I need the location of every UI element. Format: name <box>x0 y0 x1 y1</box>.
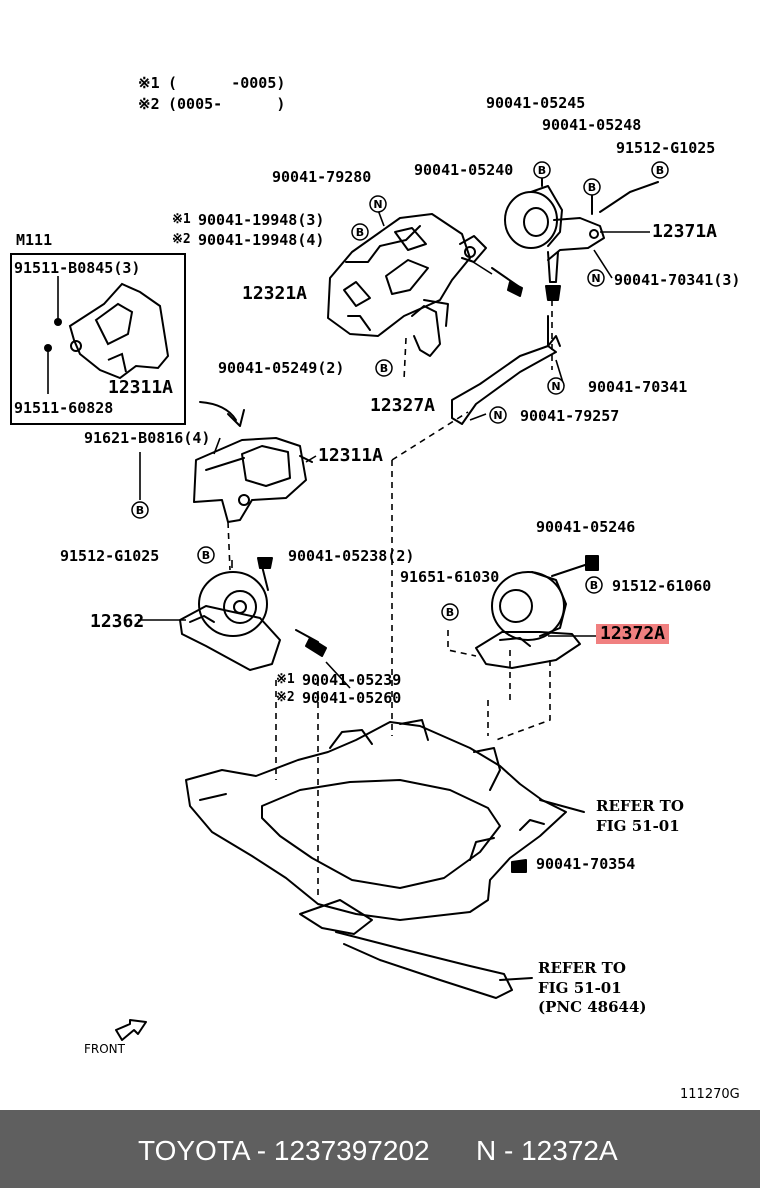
callout-91621-B0816-4[interactable]: 91621-B0816(4) <box>84 429 211 447</box>
callout-mark-2-lower: ※2 <box>276 690 295 705</box>
callout-90041-70341-3[interactable]: 90041-70341(3) <box>614 271 741 289</box>
svg-text:B: B <box>356 226 364 239</box>
inset-part-c[interactable]: 91511-60828 <box>14 399 114 417</box>
svg-text:B: B <box>588 181 596 194</box>
refer-note-1-line-2[interactable]: FIG 51-01 <box>596 817 680 835</box>
engine-mount-bracket-12321A <box>327 213 523 357</box>
inset-bracket-drawing <box>68 282 170 380</box>
refer-note-2-line-1[interactable]: REFER TO <box>538 959 626 977</box>
badge-b-61060: B <box>585 576 603 594</box>
callout-90041-79257[interactable]: 90041-79257 <box>520 407 620 425</box>
callout-90041-70341[interactable]: 90041-70341 <box>588 378 688 396</box>
svg-text:N: N <box>373 198 382 211</box>
callout-12362[interactable]: 12362 <box>90 611 145 632</box>
footer-bar: TOYOTA - 1237397202 N - 12372A <box>0 1110 760 1188</box>
callout-90041-19948-4[interactable]: 90041-19948(4) <box>198 231 325 249</box>
inset-part-a[interactable]: 91511-B0845(3) <box>14 259 141 277</box>
front-label: FRONT <box>84 1042 125 1056</box>
svg-text:B: B <box>202 549 210 562</box>
transmission-mount-bracket-12311A <box>193 437 313 523</box>
callout-90041-05260[interactable]: 90041-05260 <box>302 689 402 707</box>
badge-b-05249: B <box>375 359 393 377</box>
footer-pnc: N - 12372A <box>476 1135 618 1166</box>
callout-12371A[interactable]: 12371A <box>652 221 718 242</box>
refer-note-1-line-1[interactable]: REFER TO <box>596 797 684 815</box>
exploded-parts-diagram <box>44 165 659 1041</box>
legend-note-1-mark: ※1 <box>138 74 160 92</box>
engine-mount-insulator-12362 <box>179 557 327 671</box>
inset-title: M111 <box>16 231 53 249</box>
badge-b-g1025-left: B <box>197 546 215 564</box>
callout-90041-05240[interactable]: 90041-05240 <box>414 161 514 179</box>
legend-note-2-range: (0005- ) <box>168 95 286 113</box>
legend-note-2-mark: ※2 <box>138 95 160 113</box>
callout-91651-61030[interactable]: 91651-61030 <box>400 568 500 586</box>
badge-b-19948: B <box>351 223 369 241</box>
svg-text:B: B <box>136 504 144 517</box>
badge-layer: B B B N B N B N N B B B B <box>131 161 669 621</box>
svg-text:B: B <box>446 606 454 619</box>
svg-text:B: B <box>380 362 388 375</box>
callout-90041-79280[interactable]: 90041-79280 <box>272 168 372 186</box>
svg-text:B: B <box>656 164 664 177</box>
callout-12311A[interactable]: 12311A <box>318 445 384 466</box>
badge-n-79280: N <box>369 195 387 213</box>
callout-mark-1-lower: ※1 <box>276 672 295 687</box>
front-arrow <box>115 1019 147 1041</box>
badge-n-79257: N <box>489 406 507 424</box>
legend-note-1-range: ( -0005) <box>168 74 286 92</box>
svg-text:B: B <box>538 164 546 177</box>
bracket-12327A <box>451 315 561 425</box>
badge-n-70341: N <box>547 377 565 395</box>
engine-mount-insulator-12372A <box>475 555 599 669</box>
callout-12321A[interactable]: 12321A <box>242 283 308 304</box>
callout-90041-05246[interactable]: 90041-05246 <box>536 518 636 536</box>
badge-b-g1025-top: B <box>651 161 669 179</box>
engine-mount-insulator-12371A <box>504 165 659 301</box>
footer-brand-part-number: TOYOTA - 1237397202 <box>138 1135 430 1166</box>
callout-90041-05248[interactable]: 90041-05248 <box>542 116 642 134</box>
callout-90041-70354[interactable]: 90041-70354 <box>536 855 636 873</box>
svg-text:N: N <box>551 380 560 393</box>
callout-90041-05239[interactable]: 90041-05239 <box>302 671 402 689</box>
svg-text:N: N <box>591 272 600 285</box>
badge-b-b0816: B <box>131 501 149 519</box>
callout-90041-19948-3[interactable]: 90041-19948(3) <box>198 211 325 229</box>
callout-mark-2-upper: ※2 <box>172 232 191 247</box>
svg-text:N: N <box>493 409 502 422</box>
badge-b-05245: B <box>533 161 551 179</box>
callout-90041-05249-2[interactable]: 90041-05249(2) <box>218 359 345 377</box>
badge-b-61030: B <box>441 603 459 621</box>
front-subframe <box>185 719 585 999</box>
badge-b-05248: B <box>583 178 601 196</box>
refer-note-2-line-2[interactable]: FIG 51-01 <box>538 979 622 997</box>
callout-91512-G1025-top[interactable]: 91512-G1025 <box>616 139 716 157</box>
callout-12372A-highlighted[interactable]: 12372A <box>596 624 670 644</box>
diagram-code: 111270G <box>680 1087 740 1102</box>
callout-91512-61060[interactable]: 91512-61060 <box>612 577 712 595</box>
callout-90041-05238-2[interactable]: 90041-05238(2) <box>288 547 415 565</box>
inset-box <box>10 253 186 425</box>
callout-91512-G1025-left[interactable]: 91512-G1025 <box>60 547 160 565</box>
inset-pointer-arrow <box>199 401 237 421</box>
callout-mark-1-upper: ※1 <box>172 212 191 227</box>
refer-note-2-line-3[interactable]: (PNC 48644) <box>538 998 647 1016</box>
svg-text:B: B <box>590 579 598 592</box>
callout-90041-05245[interactable]: 90041-05245 <box>486 94 586 112</box>
callout-12327A[interactable]: 12327A <box>370 395 436 416</box>
inset-part-b[interactable]: 12311A <box>108 377 174 398</box>
badge-n-70341-3: N <box>587 269 605 287</box>
